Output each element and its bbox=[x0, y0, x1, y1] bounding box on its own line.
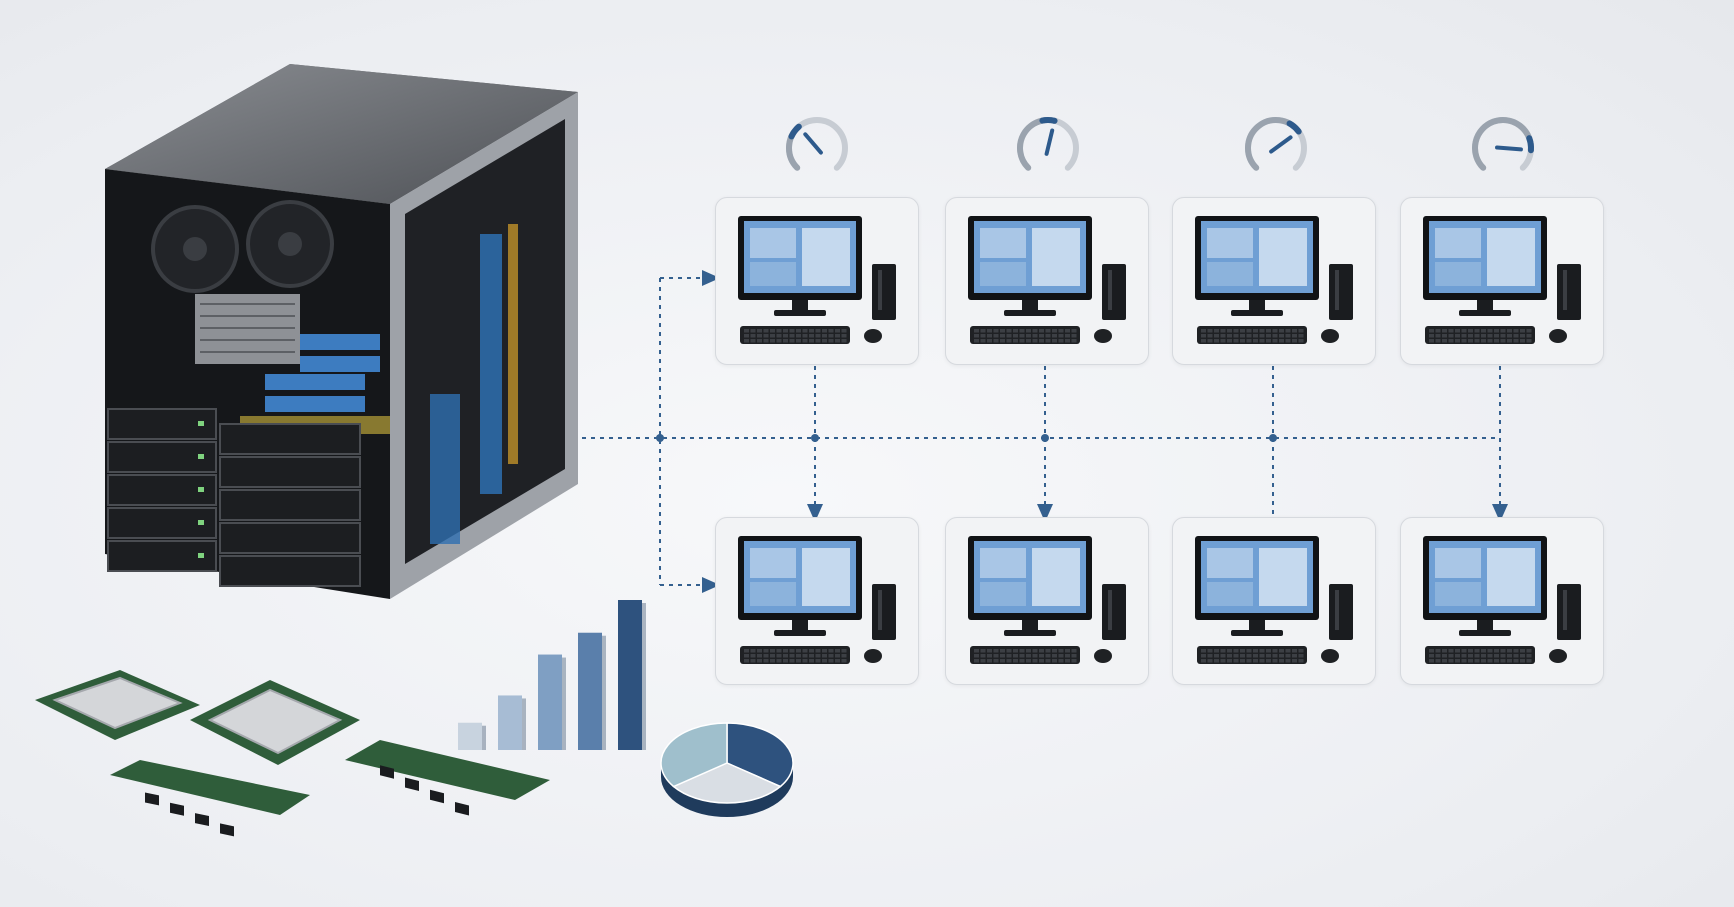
bar-side bbox=[642, 603, 646, 750]
mouse-icon bbox=[1549, 329, 1567, 343]
pc-tower-icon bbox=[872, 264, 896, 320]
monitor-icon bbox=[1195, 216, 1319, 316]
workstation-card bbox=[715, 517, 919, 685]
bar-side bbox=[482, 725, 486, 750]
workstation-icon bbox=[1423, 216, 1581, 344]
monitor-icon bbox=[968, 216, 1092, 316]
monitor-icon bbox=[738, 216, 862, 316]
monitor-icon bbox=[1195, 536, 1319, 636]
gauge-accent bbox=[1039, 117, 1058, 124]
gauge-needle bbox=[803, 132, 823, 155]
cpu-chip-icon bbox=[35, 670, 200, 740]
gauge-accent bbox=[1286, 120, 1302, 135]
workstation-icon bbox=[738, 536, 896, 664]
gauge-icon bbox=[1245, 117, 1307, 171]
ram-module-icon bbox=[110, 760, 310, 837]
gauge-needle bbox=[1269, 135, 1293, 154]
bar-side bbox=[522, 698, 526, 750]
bar bbox=[498, 695, 522, 750]
monitor-icon bbox=[1423, 536, 1547, 636]
junction-dot bbox=[656, 434, 664, 442]
pc-tower-icon bbox=[1102, 584, 1126, 640]
bar bbox=[578, 632, 602, 750]
pie-slice bbox=[660, 722, 728, 788]
workstation-card bbox=[715, 197, 919, 365]
monitor-icon bbox=[1423, 216, 1547, 316]
mouse-icon bbox=[1549, 649, 1567, 663]
pc-tower-icon bbox=[872, 584, 896, 640]
keyboard-icon bbox=[1197, 326, 1307, 344]
mouse-icon bbox=[1321, 329, 1339, 343]
workstation-icon bbox=[738, 216, 896, 344]
mouse-icon bbox=[864, 649, 882, 663]
pie-chart-icon bbox=[660, 722, 794, 817]
keyboard-icon bbox=[1425, 646, 1535, 664]
junction-dot bbox=[1269, 434, 1277, 442]
keyboard-icon bbox=[1197, 646, 1307, 664]
pc-tower-icon bbox=[1557, 584, 1581, 640]
workstation-icon bbox=[968, 216, 1126, 344]
gauge-icon bbox=[1017, 117, 1079, 171]
pc-tower-icon bbox=[1557, 264, 1581, 320]
bar bbox=[538, 654, 562, 750]
mouse-icon bbox=[864, 329, 882, 343]
bar bbox=[618, 600, 642, 750]
workstation-icon bbox=[1195, 536, 1353, 664]
keyboard-icon bbox=[970, 326, 1080, 344]
pc-tower-icon bbox=[1329, 264, 1353, 320]
workstation-icon bbox=[1423, 536, 1581, 664]
bar-side bbox=[562, 657, 566, 750]
bar-side bbox=[602, 635, 606, 750]
pc-tower-icon bbox=[1329, 584, 1353, 640]
bar-chart-icon bbox=[458, 600, 646, 750]
keyboard-icon bbox=[740, 326, 850, 344]
server-tower-icon bbox=[105, 64, 578, 599]
mouse-icon bbox=[1321, 649, 1339, 663]
workstation-card bbox=[945, 197, 1149, 365]
workstation-card bbox=[945, 517, 1149, 685]
gauge-accent bbox=[1526, 135, 1534, 154]
junction-dot bbox=[1041, 434, 1049, 442]
workstation-icon bbox=[968, 536, 1126, 664]
keyboard-icon bbox=[970, 646, 1080, 664]
monitor-icon bbox=[738, 536, 862, 636]
keyboard-icon bbox=[1425, 326, 1535, 344]
workstation-card bbox=[1400, 197, 1604, 365]
workstation-icon bbox=[1195, 216, 1353, 344]
gauge-icon bbox=[1472, 117, 1534, 171]
bar bbox=[458, 722, 482, 750]
ram-module-icon bbox=[345, 740, 550, 816]
workstation-card bbox=[1172, 517, 1376, 685]
hardware-components bbox=[35, 670, 550, 837]
pc-tower-icon bbox=[1102, 264, 1126, 320]
monitor-icon bbox=[968, 536, 1092, 636]
gauge-needle bbox=[1044, 128, 1055, 156]
gauge-fill bbox=[1472, 117, 1534, 171]
gauge-needle bbox=[1495, 145, 1523, 152]
mouse-icon bbox=[1094, 649, 1112, 663]
gauge-accent bbox=[788, 123, 802, 140]
junction-dot bbox=[811, 434, 819, 442]
cpu-chip-icon bbox=[190, 680, 360, 765]
gauge-icon bbox=[786, 117, 848, 171]
workstation-card bbox=[1172, 197, 1376, 365]
workstation-card bbox=[1400, 517, 1604, 685]
mouse-icon bbox=[1094, 329, 1112, 343]
pie-slice bbox=[726, 722, 794, 788]
keyboard-icon bbox=[740, 646, 850, 664]
pie-slice bbox=[672, 762, 782, 804]
